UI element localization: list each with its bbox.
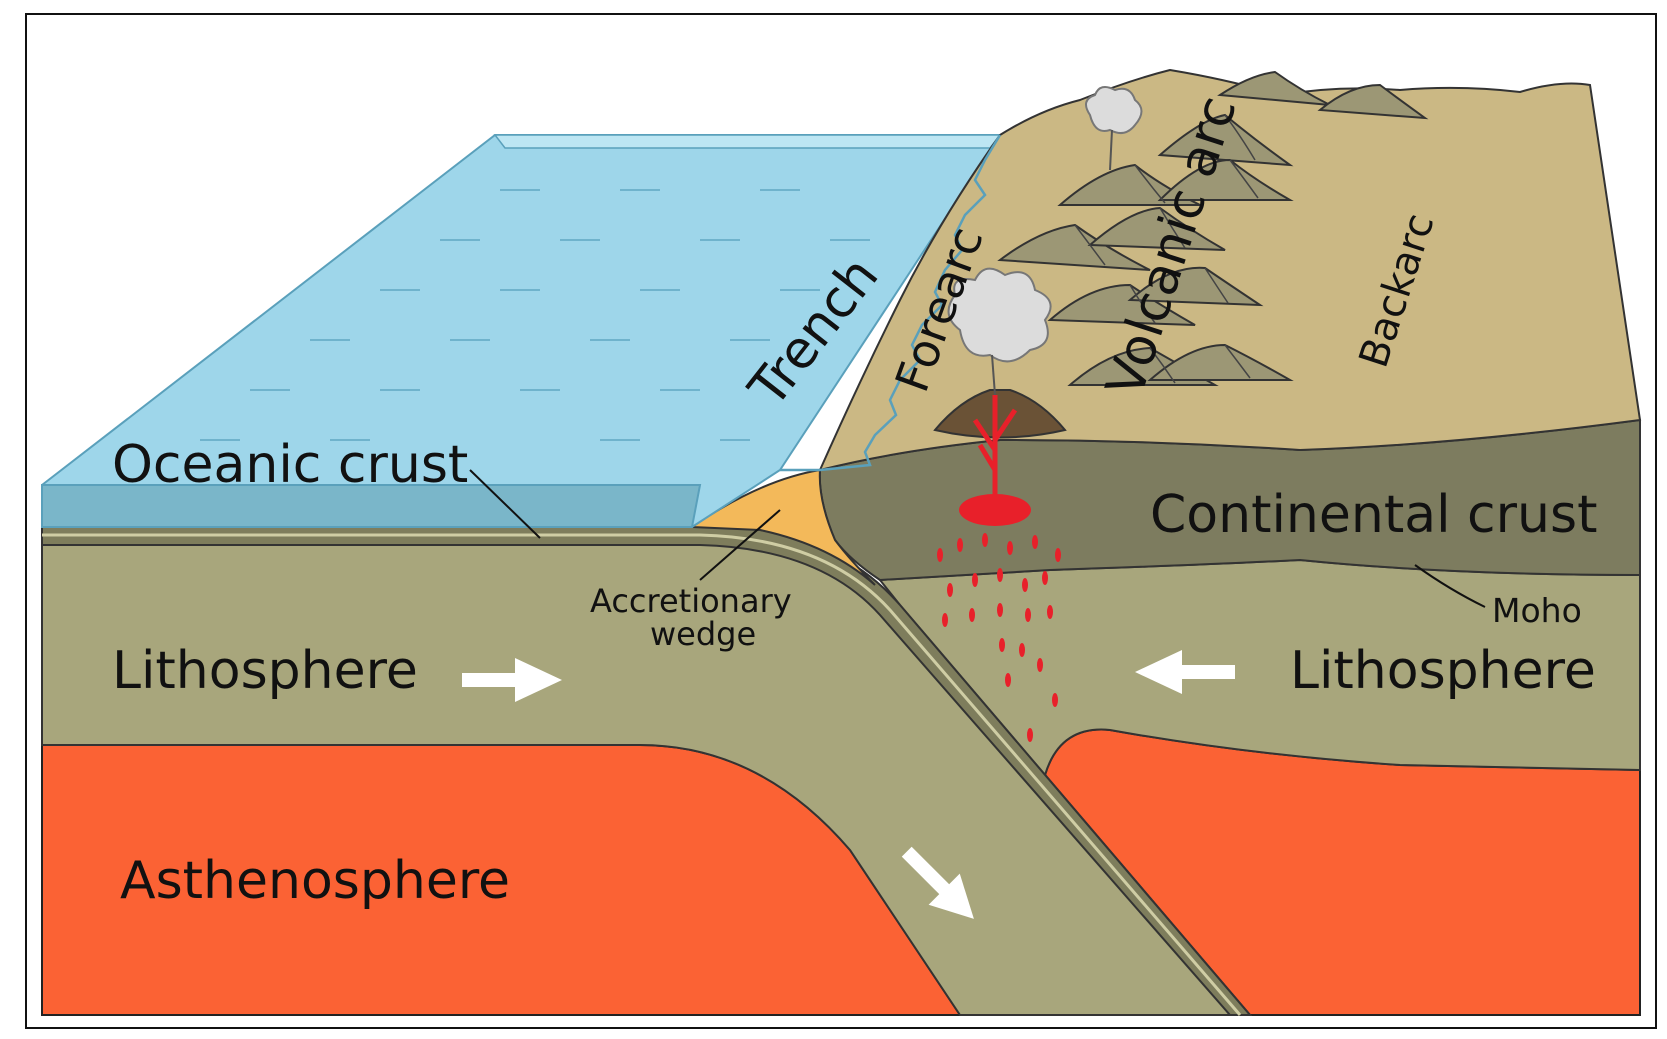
label-accretionary-wedge-line2: wedge: [650, 615, 756, 653]
accretionary-wedge-leader: [699, 509, 781, 581]
ocean-ripples: [200, 189, 870, 441]
volcano-stem: [991, 354, 996, 396]
small-volcano-stem: [1109, 129, 1113, 171]
label-asthenosphere: Asthenosphere: [120, 851, 510, 911]
volcano-plume-icon: [947, 85, 1143, 363]
mountain-icon: [1217, 70, 1331, 106]
mountain-shading: [1074, 114, 1259, 384]
moho-leader: [1414, 564, 1486, 608]
arrow-left-icon: [1135, 650, 1235, 694]
arrow-down-right-icon: [901, 846, 974, 919]
label-lithosphere-left: Lithosphere: [112, 641, 418, 701]
arrow-right-icon: [462, 658, 562, 702]
mountain-icon: [1317, 83, 1429, 120]
label-moho: Moho: [1492, 591, 1582, 630]
trench-coastline: [780, 134, 1002, 472]
accretionary-wedge: [688, 468, 876, 586]
magma-chamber: [959, 494, 1031, 526]
label-lithosphere-right: Lithosphere: [1290, 641, 1596, 701]
label-continental-crust: Continental crust: [1150, 485, 1597, 545]
magma-conduit: [972, 395, 1018, 505]
slab-inner-line: [42, 533, 1242, 1016]
label-accretionary-wedge-line1: Accretionary: [590, 582, 792, 620]
magma-droplets: [937, 533, 1061, 742]
volcano-cone: [933, 389, 1067, 439]
ocean-front-face: [41, 484, 702, 528]
continent-surface: [818, 68, 1642, 472]
oceanic-crust-leader: [469, 469, 541, 539]
volcanic-arc-mountains: [997, 70, 1429, 386]
ocean-back-edge: [493, 134, 1002, 149]
label-oceanic-crust: Oceanic crust: [112, 435, 468, 495]
